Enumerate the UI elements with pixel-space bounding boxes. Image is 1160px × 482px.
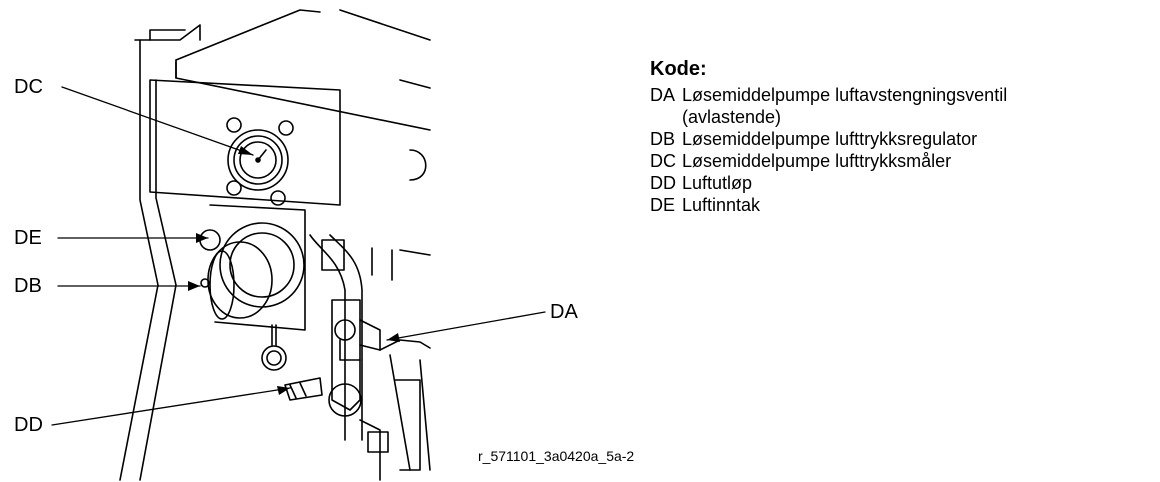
arrowheads — [188, 146, 400, 395]
legend-item: DB Løsemiddelpumpe lufttrykksregulator — [650, 128, 1007, 150]
legend: Kode: DA Løsemiddelpumpe luftavstengning… — [650, 58, 1007, 216]
legend-item: DE Luftinntak — [650, 194, 1007, 216]
pressure-gauge — [227, 129, 289, 191]
legend-code: DD — [650, 173, 676, 193]
figure-id: r_571101_3a0420a_5a-2 — [478, 448, 635, 464]
leader-dd — [51, 387, 291, 426]
cabinet-frame — [119, 9, 431, 481]
leader-dc — [61, 86, 254, 156]
legend-code: DC — [650, 151, 676, 171]
callout-db: DB — [14, 275, 42, 297]
callout-de: DE — [14, 227, 42, 249]
leader-lines — [51, 86, 546, 426]
legend-item: DD Luftutløp — [650, 172, 1007, 194]
legend-code: DE — [650, 195, 676, 215]
legend-text: Løsemiddelpumpe luftavstengningsventil — [682, 85, 1008, 105]
callout-dc: DC — [14, 76, 43, 98]
legend-text: Luftinntak — [682, 195, 761, 215]
legend-text-continuation: (avlastende) — [682, 107, 782, 127]
leader-da — [386, 311, 546, 341]
air-regulator — [199, 204, 306, 371]
legend-text: Løsemiddelpumpe lufttrykksregulator — [682, 129, 978, 149]
legend-text: Luftutløp — [682, 173, 753, 193]
legend-code: DA — [650, 85, 676, 105]
legend-code: DB — [650, 129, 676, 149]
legend-item: DC Løsemiddelpumpe lufttrykksmåler — [650, 150, 1007, 172]
pump-body — [359, 149, 431, 481]
callout-da: DA — [550, 301, 578, 323]
legend-item: DA Løsemiddelpumpe luftavstengningsventi… — [650, 84, 1007, 106]
gauge-panel — [149, 79, 341, 206]
air-tubing — [284, 234, 381, 441]
legend-title: Kode: — [650, 58, 707, 80]
legend-text: Løsemiddelpumpe lufttrykksmåler — [682, 151, 952, 171]
callout-dd: DD — [14, 414, 43, 436]
